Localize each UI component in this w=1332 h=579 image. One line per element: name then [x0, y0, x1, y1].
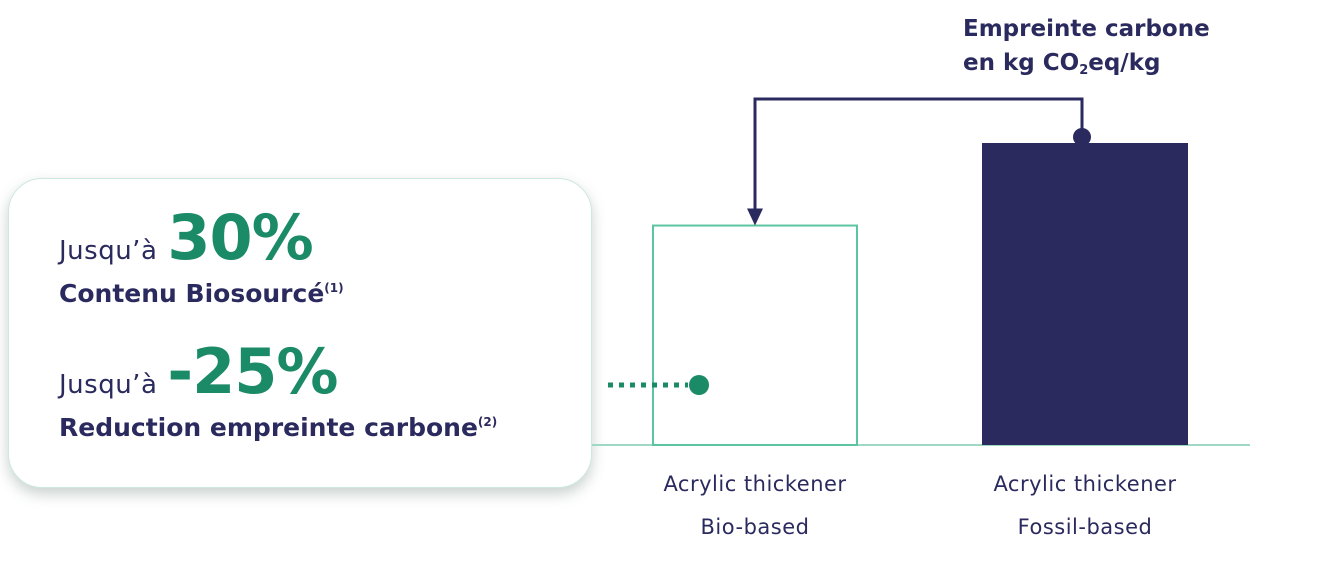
bar-bio-based: [652, 224, 858, 446]
chart-title-line2: en kg CO2eq/kg: [963, 46, 1210, 88]
connector-arrowhead-icon: [747, 208, 763, 226]
title-unit-post: eq/kg: [1088, 50, 1161, 76]
stat-caption-text: Reduction empreinte carbone: [59, 413, 478, 442]
chart-title: Empreinte carbone en kg CO2eq/kg: [963, 12, 1210, 88]
title-unit-sub: 2: [1079, 63, 1089, 78]
title-unit-pre: en kg CO: [963, 50, 1080, 76]
stat-caption-text: Contenu Biosourcé: [59, 279, 325, 308]
footnote-ref: (2): [477, 415, 498, 429]
connector-dot-icon: [1073, 128, 1091, 146]
tick-label-bio-line2: Bio-based: [701, 515, 810, 539]
tick-label-fossil-line1: Acrylic thickener: [993, 472, 1176, 496]
bar-fossil-based: [982, 143, 1188, 445]
tick-label-fossil-line2: Fossil-based: [1018, 515, 1153, 539]
stats-card: Jusqu’à 30% Contenu Biosourcé(1) Jusqu’à…: [8, 178, 592, 488]
stat-prefix: Jusqu’à: [59, 370, 158, 400]
leader-dot-icon: [689, 375, 709, 395]
footnote-ref: (1): [324, 281, 344, 295]
stat-carbon-reduction: Jusqu’à -25% Reduction empreinte carbone…: [59, 335, 497, 442]
tick-label-bio-line1: Acrylic thickener: [663, 472, 846, 496]
comparison-connector: [753, 97, 1084, 212]
stat-caption: Contenu Biosourcé(1): [59, 279, 344, 308]
stat-caption: Reduction empreinte carbone(2): [59, 413, 497, 442]
stat-biosourced: Jusqu’à 30% Contenu Biosourcé(1): [59, 201, 344, 308]
stat-prefix: Jusqu’à: [59, 236, 158, 266]
stat-value: 30%: [167, 201, 313, 274]
stat-value: -25%: [167, 335, 338, 408]
chart-title-line1: Empreinte carbone: [963, 16, 1210, 42]
